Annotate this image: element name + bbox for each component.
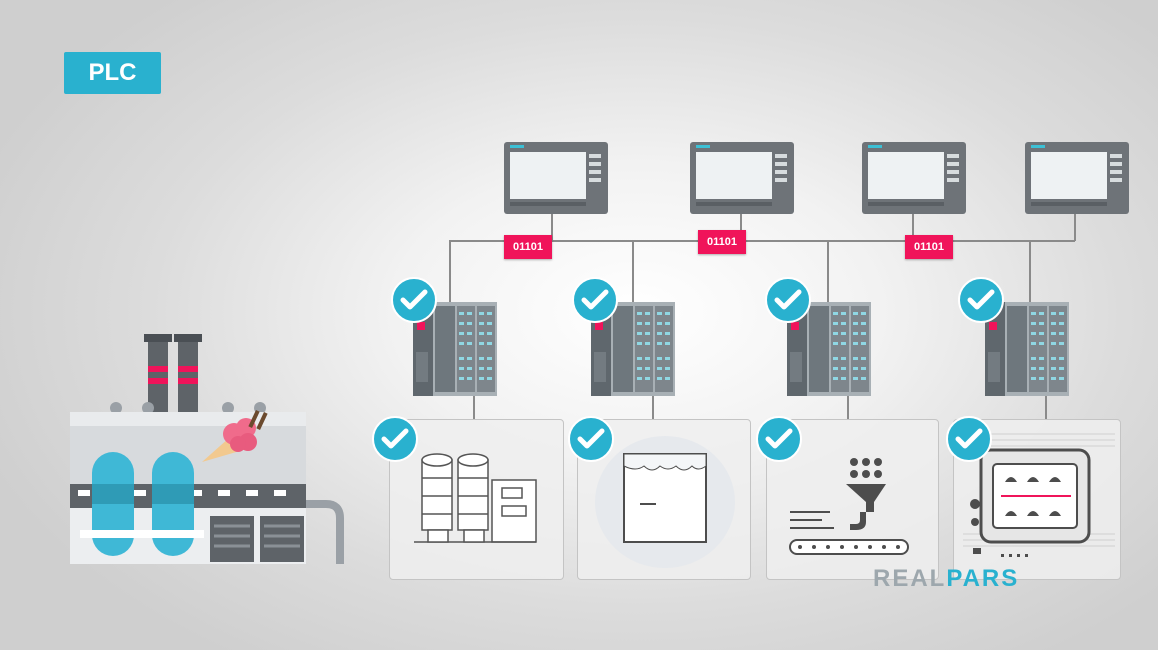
- mold-icon: [963, 433, 1115, 557]
- data-tag: 01101: [905, 235, 953, 259]
- realpars-logo: REALPARS: [873, 565, 1020, 592]
- mixer-machine-icon: [414, 453, 537, 543]
- hmi-screen-icon: [690, 142, 794, 214]
- data-tag: 01101: [504, 235, 552, 259]
- freezer-icon: [595, 436, 735, 568]
- check-icon: [391, 277, 437, 323]
- ice-cream-icon: [202, 409, 268, 462]
- data-tag: 01101: [698, 230, 746, 254]
- hmi-screen-icon: [504, 142, 608, 214]
- check-icon: [958, 277, 1004, 323]
- dispenser-icon: [789, 458, 909, 555]
- check-icon: [372, 416, 418, 462]
- factory-icon: [70, 334, 344, 564]
- plc-badge: PLC: [64, 52, 161, 94]
- hmi-screen-icon: [1025, 142, 1129, 214]
- check-icon: [765, 277, 811, 323]
- check-icon: [946, 416, 992, 462]
- check-icon: [568, 416, 614, 462]
- check-icon: [572, 277, 618, 323]
- hmi-screen-icon: [862, 142, 966, 214]
- check-icon: [756, 416, 802, 462]
- plc-rack-icon: [985, 302, 1069, 396]
